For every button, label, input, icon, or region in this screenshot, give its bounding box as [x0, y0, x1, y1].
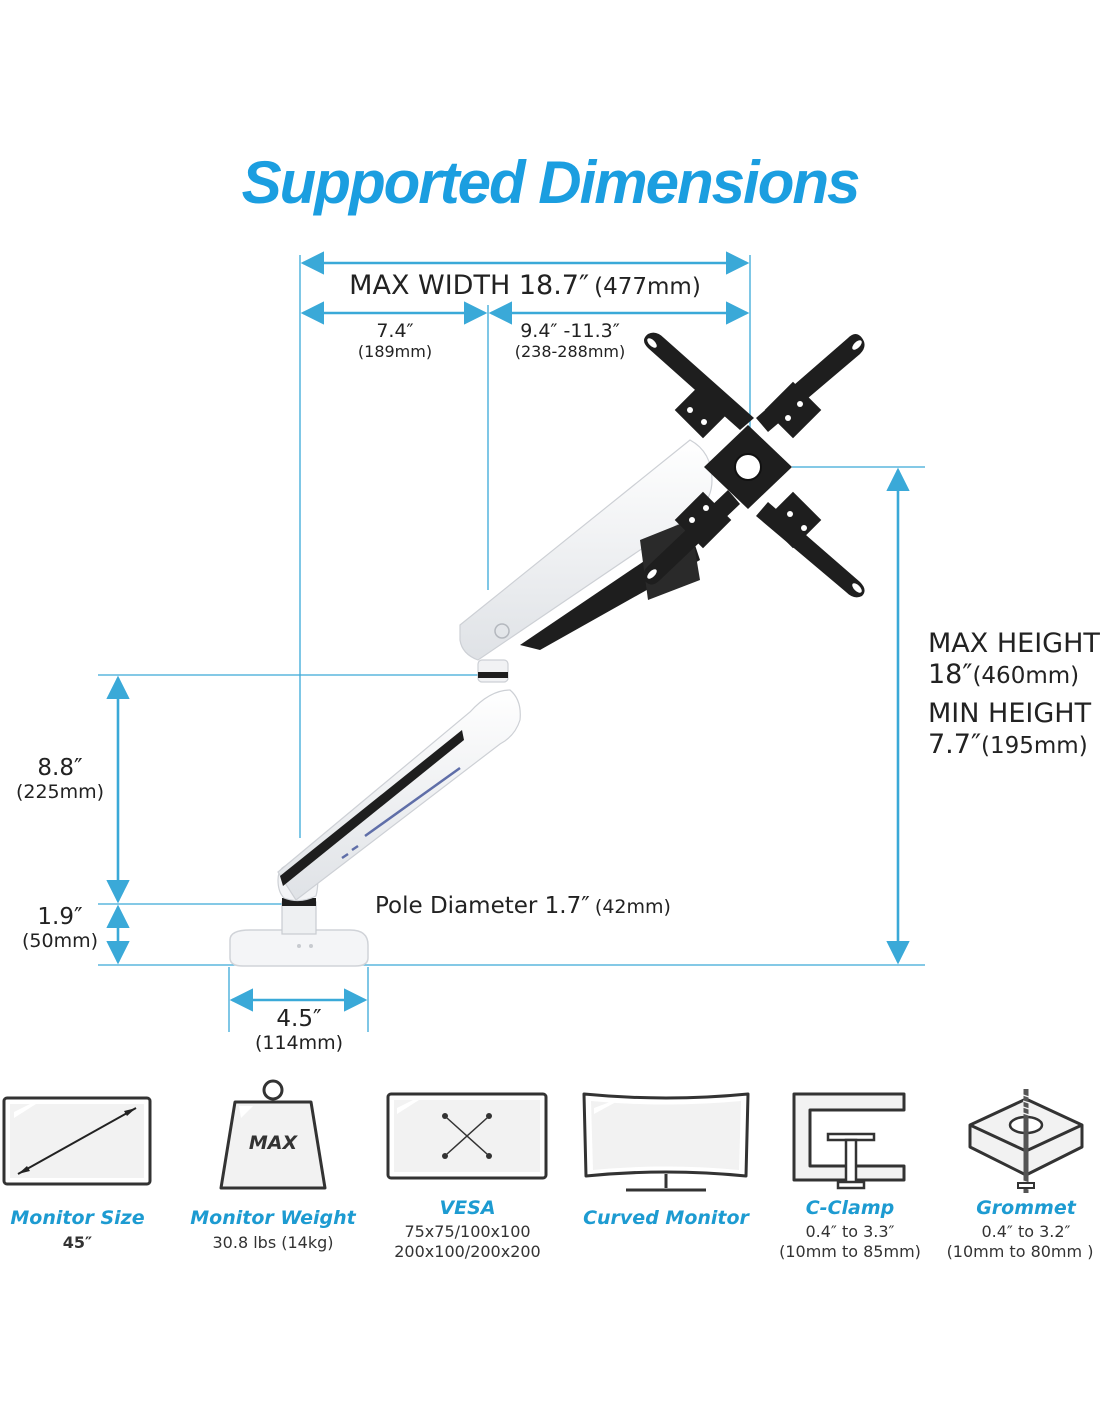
feature-vesa: [385, 1090, 550, 1189]
max-width-value: MAX WIDTH 18.7″: [349, 270, 590, 301]
weight-icon-text: MAX: [248, 1132, 298, 1154]
arm2-mm: (238-288mm): [514, 342, 626, 361]
monitor-size-icon: [2, 1096, 152, 1186]
max-height-value: 18″: [928, 659, 973, 690]
arm1-label: 7.4″ (189mm): [330, 320, 460, 361]
grommet-title: Grommet: [976, 1197, 1076, 1219]
arm2-value: 9.4″ -11.3″: [520, 320, 620, 342]
c-clamp-line-2: (10mm to 85mm): [779, 1242, 921, 1261]
max-height-title: MAX HEIGHT: [928, 628, 1100, 659]
base-width-label: 4.5″ (114mm): [229, 1006, 369, 1054]
feature-monitor-weight: [213, 1078, 333, 1198]
vesa-icon: [386, 1092, 548, 1180]
vesa-line-1: 75x75/100x100: [404, 1222, 531, 1241]
curved-monitor-icon: [582, 1092, 750, 1192]
grommet-icon: [968, 1089, 1084, 1193]
min-height-label: MIN HEIGHT 7.7″(195mm): [928, 698, 1091, 760]
monitor-weight-value: 30.8 lbs (14kg): [212, 1233, 334, 1252]
feature-grommet: [962, 1085, 1090, 1201]
max-height-mm: (460mm): [972, 663, 1080, 689]
max-width-label: MAX WIDTH 18.7″ (477mm): [300, 270, 750, 301]
vesa-title: VESA: [439, 1197, 496, 1219]
arm2-label: 9.4″ -11.3″ (238-288mm): [500, 320, 640, 361]
feature-c-clamp: [790, 1090, 910, 1196]
base-height-label: 1.9″ (50mm): [5, 904, 115, 952]
c-clamp-icon: [792, 1092, 906, 1190]
min-height-mm: (195mm): [981, 733, 1088, 759]
arm1-value: 7.4″: [376, 320, 414, 342]
max-height-label: MAX HEIGHT 18″(460mm): [928, 628, 1100, 690]
pole-diameter-mm: (42mm): [594, 896, 671, 918]
monitor-weight-title: Monitor Weight: [190, 1207, 356, 1229]
base-width-value: 4.5″: [276, 1006, 322, 1032]
min-height-value: 7.7″: [928, 729, 982, 760]
base-height-value: 1.9″: [37, 904, 83, 930]
min-height-title: MIN HEIGHT: [928, 698, 1092, 729]
arm1-mm: (189mm): [357, 342, 433, 361]
feature-monitor-size: [0, 1090, 155, 1194]
c-clamp-title: C-Clamp: [805, 1197, 895, 1219]
pole-diameter-value: Pole Diameter 1.7″: [375, 893, 590, 919]
monitor-arm-illustration: [229, 332, 865, 967]
pole-height-mm: (225mm): [15, 781, 105, 803]
base-width-mm: (114mm): [254, 1032, 344, 1054]
grommet-line-1: 0.4″ to 3.2″: [981, 1222, 1071, 1241]
pole-height-value: 8.8″: [37, 755, 83, 781]
grommet-line-2: (10mm to 80mm ): [946, 1242, 1094, 1261]
pole-diameter-label: Pole Diameter 1.7″ (42mm): [375, 893, 671, 919]
vesa-line-2: 200x100/200x200: [394, 1242, 541, 1261]
pole-height-label: 8.8″ (225mm): [5, 755, 115, 803]
max-width-mm: (477mm): [594, 274, 701, 300]
page-title: Supported Dimensions: [241, 149, 861, 216]
weight-icon: [219, 1079, 327, 1190]
c-clamp-line-1: 0.4″ to 3.3″: [805, 1222, 895, 1241]
feature-curved-monitor: [580, 1088, 752, 1200]
curved-monitor-title: Curved Monitor: [583, 1207, 749, 1229]
base-height-mm: (50mm): [21, 930, 99, 952]
monitor-size-title: Monitor Size: [10, 1207, 145, 1229]
monitor-size-value: 45″: [62, 1233, 93, 1252]
